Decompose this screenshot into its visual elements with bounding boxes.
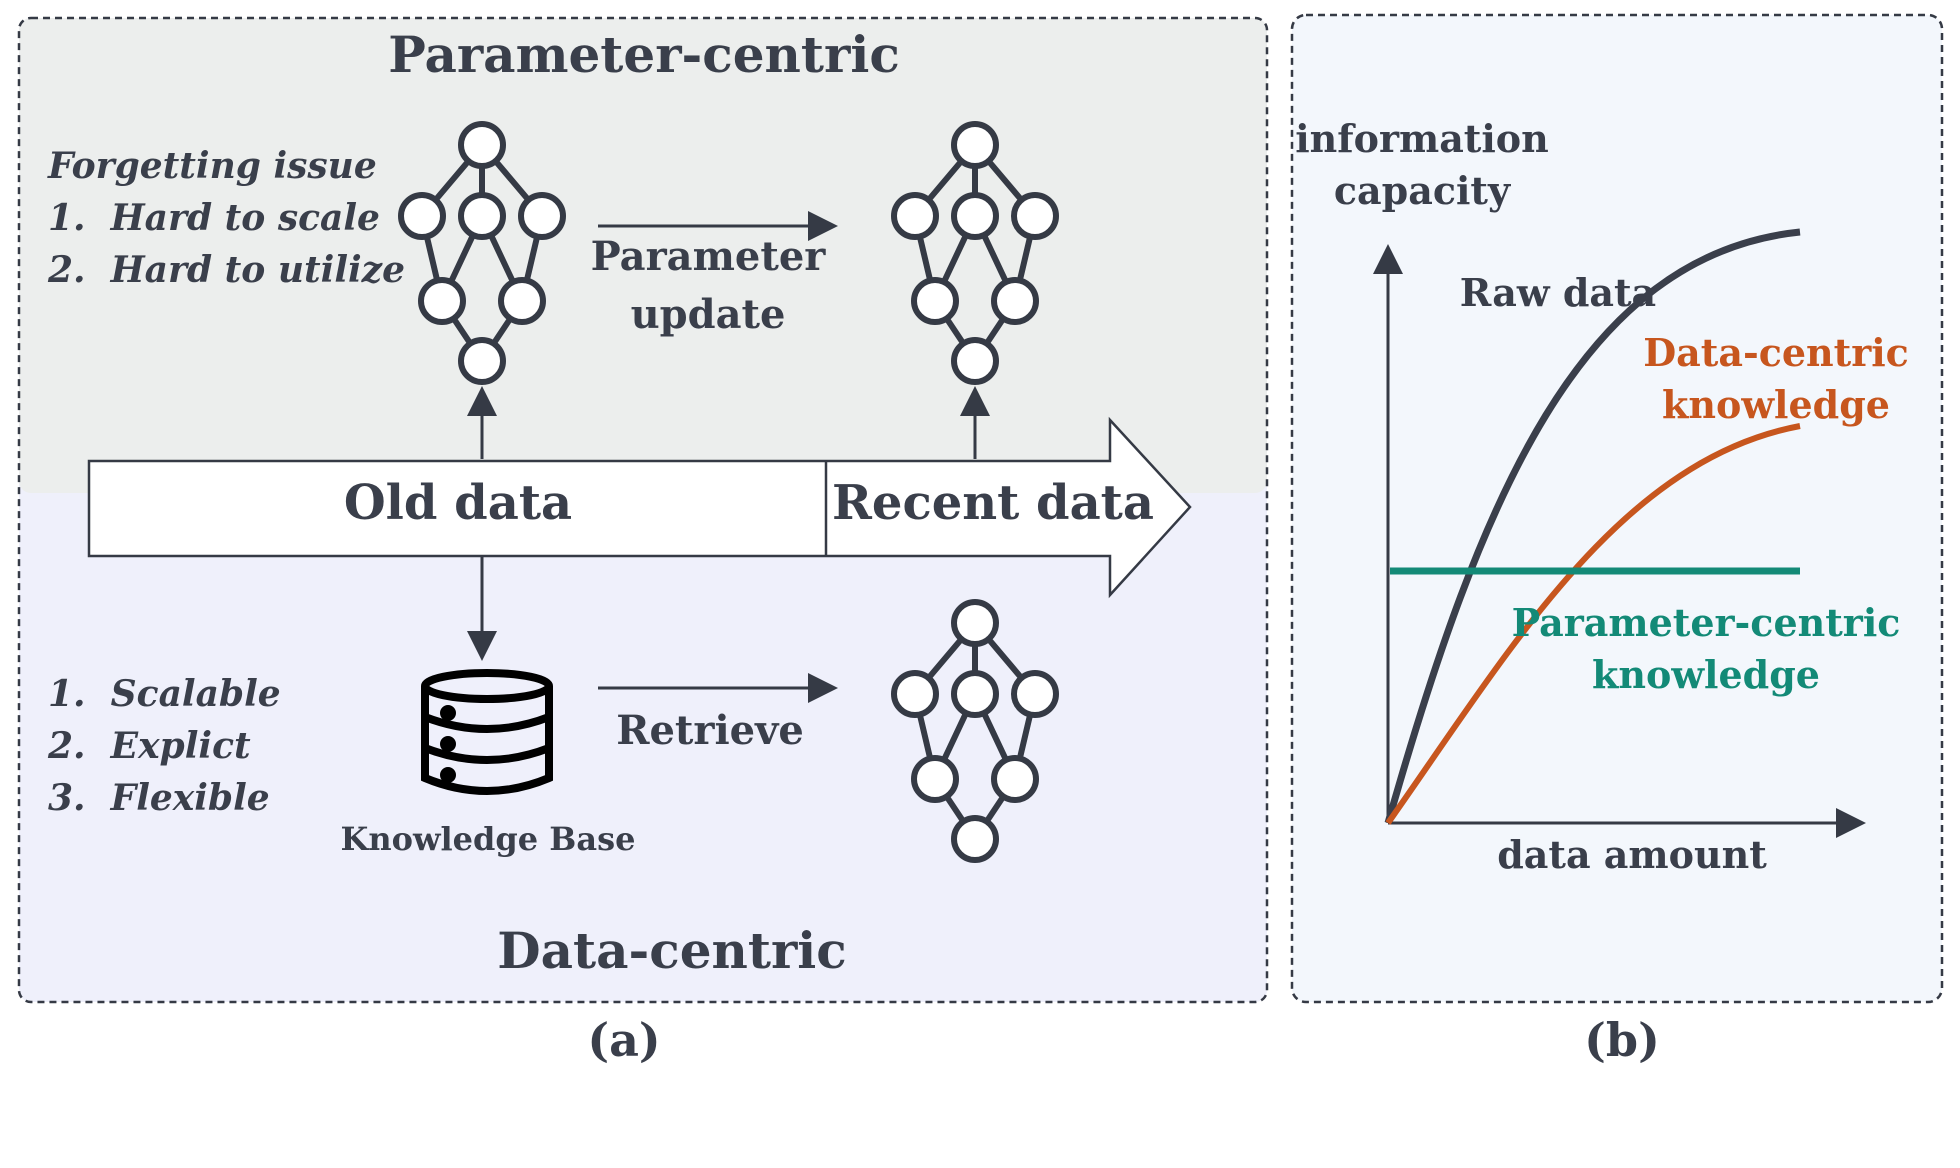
database-icon [421, 669, 553, 795]
panel-a-border [17, 16, 1269, 1004]
network-icon-old [398, 121, 566, 385]
parameter-centric-knowledge-label-line1: Parameter-centric [1512, 600, 1901, 645]
raw-data-label: Raw data [1460, 270, 1656, 315]
network-icon-retrieved [891, 599, 1059, 863]
parameter-centric-knowledge-label-line2: knowledge [1592, 652, 1820, 697]
data-centric-knowledge-label-line2: knowledge [1662, 382, 1890, 427]
benefit-item: 2. Explict [47, 725, 251, 767]
data-centric-benefits-list: 1. Scalable 2. Explict 3. Flexible [47, 673, 281, 819]
issue-item: 2. Hard to utilize [47, 249, 405, 291]
panel-b: information capacity data amount Raw dat… [1290, 13, 1944, 1004]
forgetting-issue-list: Forgetting issue 1. Hard to scale 2. Har… [47, 145, 405, 291]
caption-a: (a) [587, 1013, 660, 1067]
old-data-label: Old data [344, 475, 572, 531]
parameter-update-label-line2: update [631, 291, 786, 338]
timeline-arrow: Old data Recent data [87, 416, 1192, 599]
raw-data-curve [1384, 228, 1801, 824]
parameter-update-label-line1: Parameter [591, 233, 827, 280]
title-parameter-centric: Parameter-centric [388, 25, 900, 84]
retrieve-label: Retrieve [616, 707, 804, 754]
y-axis-label-line1: information [1295, 116, 1549, 161]
forgetting-issue-heading: Forgetting issue [47, 145, 377, 187]
data-centric-knowledge-label-line1: Data-centric [1643, 330, 1909, 375]
benefit-item: 1. Scalable [48, 673, 281, 715]
recent-data-label: Recent data [832, 475, 1154, 531]
benefit-item: 3. Flexible [48, 777, 270, 819]
x-axis-label: data amount [1497, 832, 1767, 877]
network-icon-updated [891, 121, 1059, 385]
caption-b: (b) [1584, 1013, 1660, 1067]
panel-b-background [1290, 13, 1944, 1004]
knowledge-base-label: Knowledge Base [341, 820, 636, 858]
title-data-centric: Data-centric [497, 921, 847, 980]
issue-item: 1. Hard to scale [48, 197, 380, 239]
panel-a: Parameter-centric Forgetting issue 1. Ha… [17, 16, 1269, 1004]
y-axis-label-line2: capacity [1334, 168, 1511, 213]
